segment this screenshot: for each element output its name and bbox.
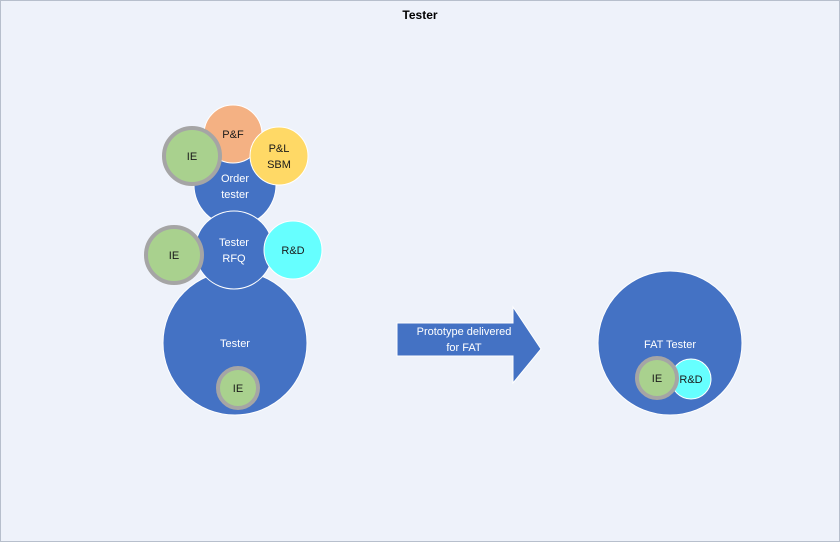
tester-rfq-label-line1: Tester (219, 237, 249, 249)
pl-sbm-label-line1: P&L (269, 143, 290, 155)
pl-sbm-circle: P&L SBM (249, 126, 309, 186)
ie-order-circle: IE (162, 126, 222, 186)
rd-rfq-label: R&D (281, 245, 304, 257)
page-title: Tester (402, 8, 438, 22)
pf-label: P&F (222, 129, 244, 141)
ie-tester-circle: IE (216, 366, 260, 410)
tester-rfq-circle: Tester RFQ (194, 210, 274, 290)
tester-label: Tester (220, 338, 250, 350)
rd-fat-circle: R&D (670, 358, 712, 400)
arrow-label-line1: Prototype delivered (417, 326, 512, 338)
ie-fat-label: IE (652, 373, 662, 385)
arrow-label-line2: for FAT (446, 342, 482, 354)
prototype-arrow: Prototype delivered for FAT (396, 305, 542, 385)
order-tester-label-line1: Order (221, 173, 249, 185)
ie-order-label: IE (187, 151, 197, 163)
pl-sbm-label-line2: SBM (267, 159, 291, 171)
ie-rfq-label: IE (169, 250, 179, 262)
rd-fat-label: R&D (679, 374, 702, 386)
tester-rfq-label-line2: RFQ (222, 253, 246, 265)
ie-rfq-circle: IE (144, 225, 204, 285)
order-tester-label-line2: tester (221, 189, 249, 201)
rd-rfq-circle: R&D (263, 220, 323, 280)
ie-fat-circle: IE (635, 356, 679, 400)
ie-tester-label: IE (233, 383, 243, 395)
tester-circle: Tester (162, 270, 308, 416)
fat-tester-label: FAT Tester (644, 339, 696, 351)
